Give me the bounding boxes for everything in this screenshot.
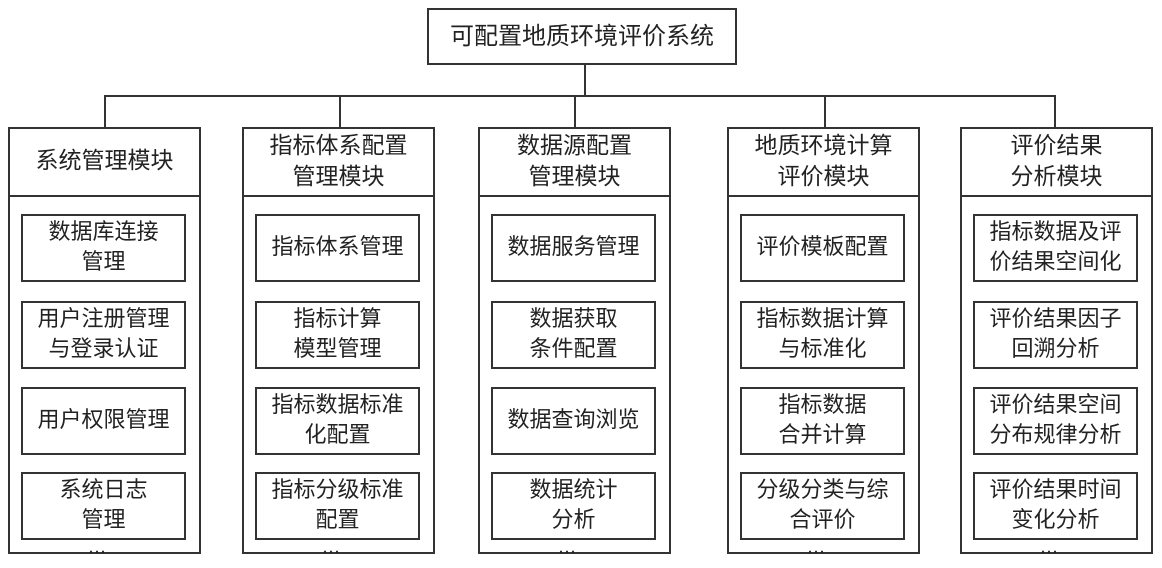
module-result-analysis: 评价结果 分析模块 指标数据及评 价结果空间化 评价结果因子 回溯分析 评价结果…: [960, 127, 1153, 558]
list-item: 评价结果因子 回溯分析: [973, 301, 1138, 369]
root-node: 可配置地质环境评价系统: [427, 8, 737, 65]
list-item: 用户权限管理: [21, 387, 186, 455]
module-stem-4: [824, 95, 826, 128]
module-indicator-system: 指标体系配置 管理模块 指标体系管理 指标计算 模型管理 指标数据标准 化配置 …: [242, 127, 435, 558]
module-title: 指标体系配置 管理模块: [244, 129, 433, 197]
list-item: 指标分级标准 配置: [255, 472, 420, 540]
module-stem-3: [574, 95, 576, 128]
list-item: 指标数据标准 化配置: [255, 387, 420, 455]
list-item: 系统日志 管理: [21, 472, 186, 540]
list-item: 数据获取 条件配置: [491, 301, 656, 369]
list-item: 指标数据 合并计算: [740, 387, 905, 455]
list-item: 指标数据及评 价结果空间化: [973, 214, 1138, 282]
list-item: 评价结果空间 分布规律分析: [973, 387, 1138, 455]
list-item: 数据服务管理: [491, 214, 656, 282]
ellipsis: …: [322, 537, 342, 558]
list-item: 数据统计 分析: [491, 472, 656, 540]
list-item: 用户注册管理 与登录认证: [21, 301, 186, 369]
list-item: 评价结果时间 变化分析: [973, 472, 1138, 540]
module-title: 数据源配置 管理模块: [480, 129, 669, 197]
module-title: 评价结果 分析模块: [962, 129, 1151, 197]
list-item: 数据库连接 管理: [21, 214, 186, 282]
ellipsis: …: [88, 537, 108, 558]
module-title: 系统管理模块: [10, 129, 199, 197]
module-stem-1: [104, 95, 106, 128]
list-item: 分级分类与综 合评价: [740, 472, 905, 540]
list-item: 评价模板配置: [740, 214, 905, 282]
ellipsis: …: [558, 537, 578, 558]
module-stem-2: [339, 95, 341, 128]
ellipsis: …: [807, 537, 827, 558]
ellipsis: …: [1040, 537, 1060, 558]
module-data-source: 数据源配置 管理模块 数据服务管理 数据获取 条件配置 数据查询浏览 数据统计 …: [478, 127, 671, 558]
module-title: 地质环境计算 评价模块: [729, 129, 918, 197]
module-geo-evaluation: 地质环境计算 评价模块 评价模板配置 指标数据计算 与标准化 指标数据 合并计算…: [727, 127, 920, 558]
list-item: 数据查询浏览: [491, 387, 656, 455]
bus-line: [104, 95, 1056, 97]
root-stem: [584, 63, 586, 97]
list-item: 指标计算 模型管理: [255, 301, 420, 369]
list-item: 指标体系管理: [255, 214, 420, 282]
list-item: 指标数据计算 与标准化: [740, 301, 905, 369]
module-stem-5: [1054, 95, 1056, 128]
module-system-management: 系统管理模块 数据库连接 管理 用户注册管理 与登录认证 用户权限管理 系统日志…: [8, 127, 201, 558]
